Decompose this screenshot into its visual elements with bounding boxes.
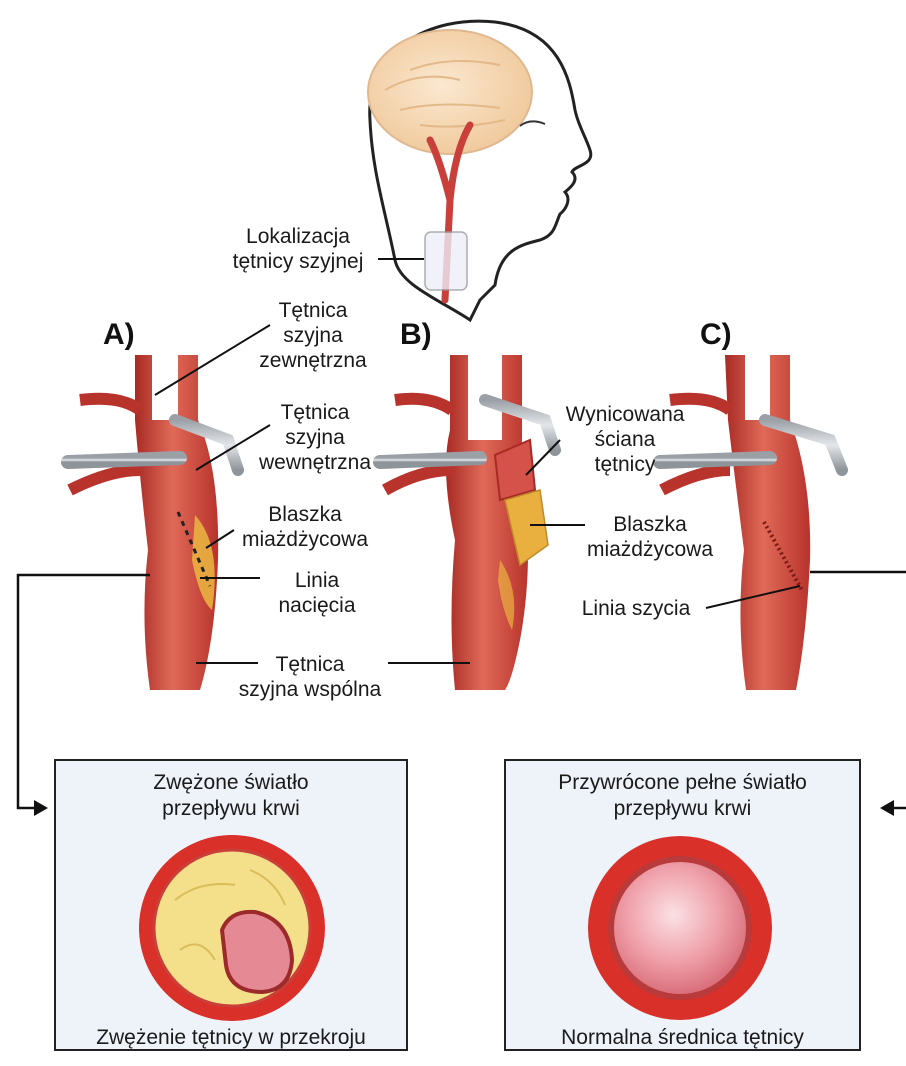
box-left-bottom-text: Zwężenie tętnicy w przekroju (55, 1025, 407, 1051)
label-everted-wall: Wynicowana ściana tętnicy (560, 402, 690, 477)
box-right-top-line1: Przywrócone pełne światło (505, 770, 860, 796)
label-internal-line3: wewnętrzna (250, 450, 380, 475)
head-label-line1: Lokalizacja (218, 224, 378, 249)
label-external-line2: szyjna (248, 323, 378, 348)
label-external-line1: Tętnica (248, 298, 378, 323)
label-common-line1: Tętnica (230, 652, 390, 677)
box-right-top-line2: przepływu krwi (505, 796, 860, 822)
cross-section-narrowed (139, 835, 325, 1021)
head-profile (368, 21, 591, 320)
label-common-carotid: Tętnica szyjna wspólna (230, 652, 390, 702)
label-suture-line: Linia szycia (566, 596, 706, 621)
label-incision-line2: nacięcia (262, 593, 372, 618)
label-plaque-b: Blaszka miażdżycowa (580, 512, 720, 562)
artery-panel-b (380, 355, 555, 690)
panel-label-a: A) (103, 318, 135, 352)
cross-section-normal (588, 836, 772, 1020)
label-plaque-b-line1: Blaszka (580, 512, 720, 537)
panel-label-c: C) (700, 318, 732, 352)
arrow-left-icon (34, 800, 48, 816)
label-incision-line1: Linia (262, 568, 372, 593)
box-left-top-line2: przepływu krwi (55, 796, 407, 822)
label-incision-line: Linia nacięcia (262, 568, 372, 618)
label-everted-line3: tętnicy (560, 452, 690, 477)
label-internal-line1: Tętnica (250, 400, 380, 425)
label-external-line3: zewnętrzna (248, 348, 378, 373)
head-label: Lokalizacja tętnicy szyjnej (218, 224, 378, 274)
arrow-right-icon (880, 800, 894, 816)
box-left-top-line1: Zwężone światło (55, 770, 407, 796)
artery-panel-a (68, 355, 238, 690)
box-left-top-text: Zwężone światło przepływu krwi (55, 770, 407, 822)
label-internal-carotid: Tętnica szyjna wewnętrzna (250, 400, 380, 475)
label-internal-line2: szyjna (250, 425, 380, 450)
label-plaque-b-line2: miażdżycowa (580, 537, 720, 562)
label-everted-line2: ściana (560, 427, 690, 452)
label-plaque-a-line1: Blaszka (230, 502, 380, 527)
box-right-top-text: Przywrócone pełne światło przepływu krwi (505, 770, 860, 822)
label-plaque-a-line2: miażdżycowa (230, 527, 380, 552)
brain-icon (368, 30, 532, 154)
label-common-line2: szyjna wspólna (230, 677, 390, 702)
box-right-bottom-text: Normalna średnica tętnicy (505, 1025, 860, 1051)
label-everted-line1: Wynicowana (560, 402, 690, 427)
head-label-line2: tętnicy szyjnej (218, 249, 378, 274)
carotid-location-marker (425, 232, 467, 290)
label-external-carotid: Tętnica szyjna zewnętrzna (248, 298, 378, 373)
panel-label-b: B) (400, 318, 432, 352)
normal-lumen (614, 862, 746, 994)
label-plaque-a: Blaszka miażdżycowa (230, 502, 380, 552)
